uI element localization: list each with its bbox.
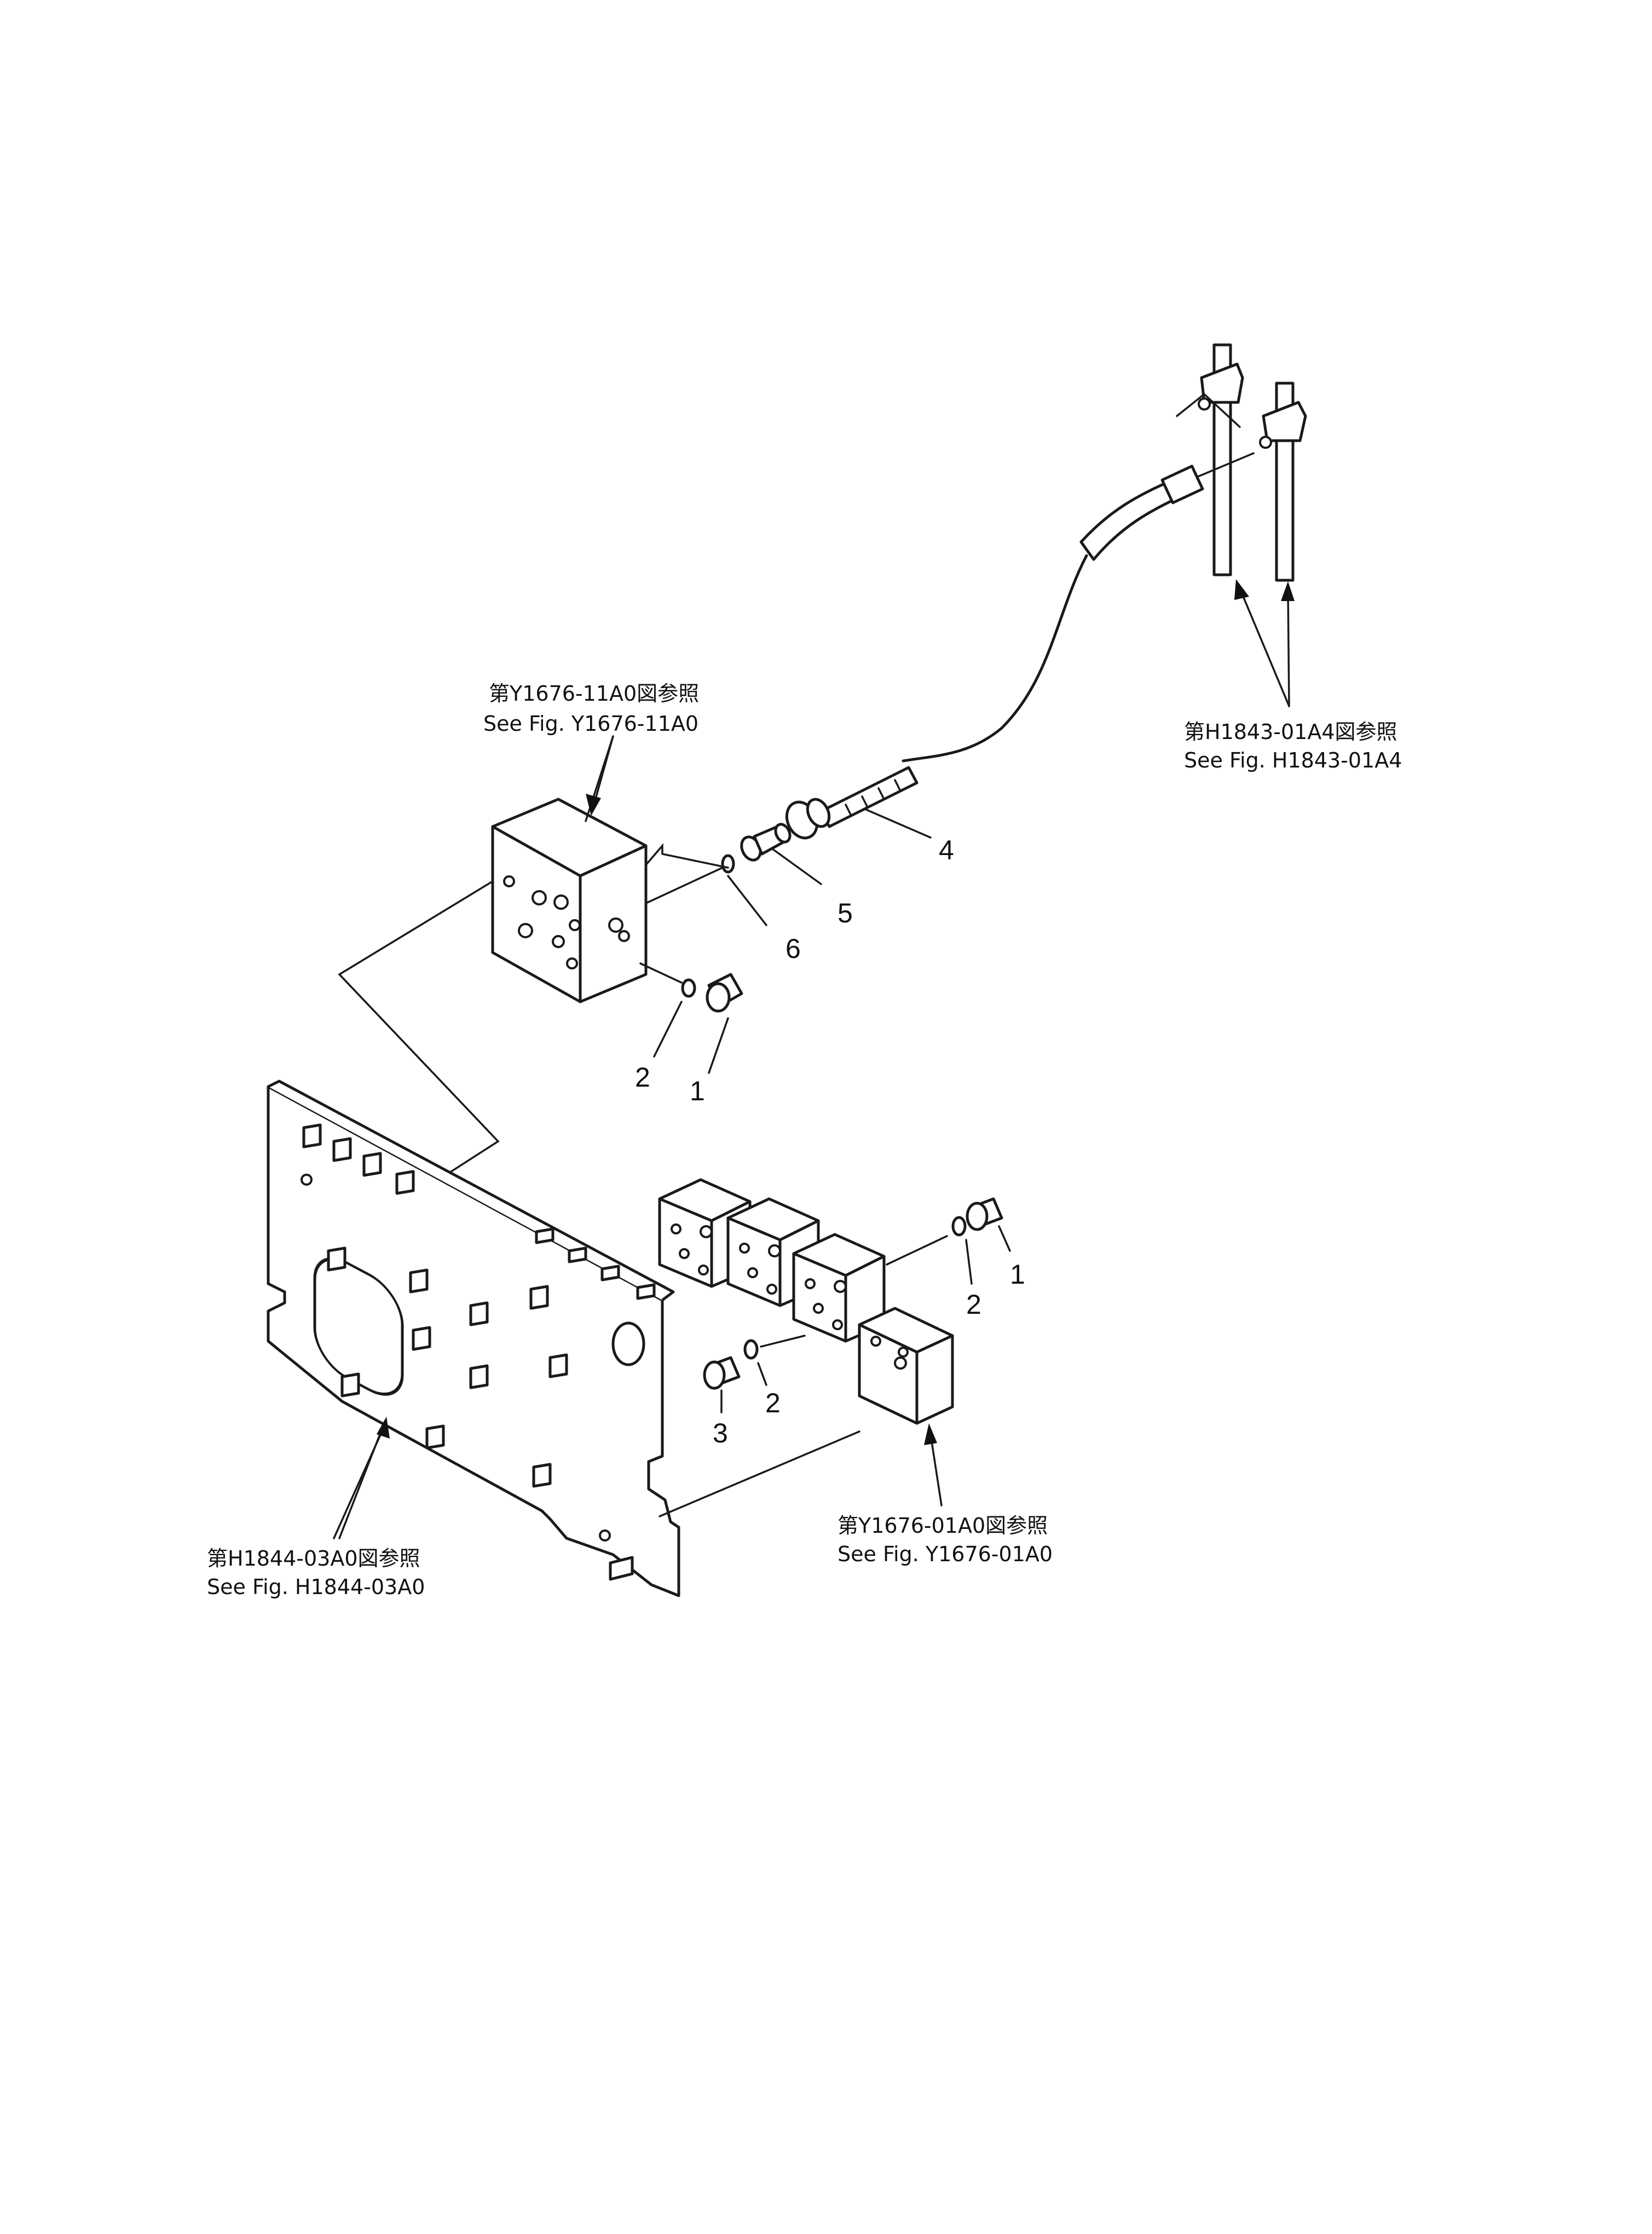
ref-label-pipes: 第H1843-01A4図参照 See Fig. H1843-01A4 — [1184, 720, 1402, 772]
ref-valve-stack-jp: 第Y1676-01A0図参照 — [837, 1514, 1048, 1538]
callout-2-lower-right: 2 — [966, 1289, 981, 1320]
callout-5: 5 — [837, 898, 853, 928]
ref-label-top-block: 第Y1676-11A0図参照 See Fig. Y1676-11A0 — [483, 682, 699, 736]
pipe-assembly — [1176, 343, 1307, 582]
arrow-panel — [338, 1417, 390, 1539]
plug-1-upper — [706, 973, 743, 1074]
callout-3: 3 — [713, 1418, 728, 1448]
ref-label-panel: 第H1844-03A0図参照 See Fig. H1844-03A0 — [207, 1546, 425, 1599]
ref-top-block-jp: 第Y1676-11A0図参照 — [489, 682, 699, 706]
callout-4: 4 — [939, 835, 954, 865]
arrows-pipes — [1234, 579, 1295, 707]
callout-2-lower-left: 2 — [765, 1388, 781, 1418]
callout-1-lower: 1 — [1010, 1259, 1025, 1290]
control-panel — [267, 1080, 860, 1597]
hose-line — [902, 452, 1255, 763]
callout-1-upper: 1 — [690, 1076, 705, 1106]
callout-6: 6 — [785, 933, 801, 964]
ref-panel-jp: 第H1844-03A0図参照 — [207, 1546, 420, 1571]
hose-fitting-4 — [785, 766, 932, 840]
ref-panel-en: See Fig. H1844-03A0 — [207, 1575, 425, 1599]
o-ring-2-upper — [653, 978, 696, 1058]
o-ring-2-lower-right — [951, 1216, 973, 1285]
ref-pipes-en: See Fig. H1843-01A4 — [1184, 748, 1402, 772]
o-ring-6 — [721, 854, 767, 926]
plug-1-lower — [966, 1197, 1011, 1252]
ref-valve-stack-en: See Fig. Y1676-01A0 — [837, 1542, 1053, 1566]
ref-top-block-en: See Fig. Y1676-11A0 — [483, 712, 698, 736]
connector-5 — [740, 823, 822, 885]
ref-label-valve-stack: 第Y1676-01A0図参照 See Fig. Y1676-01A0 — [837, 1514, 1053, 1566]
o-ring-2-lower-left — [743, 1339, 767, 1386]
arrow-top-block — [586, 735, 614, 816]
plug-3 — [703, 1356, 741, 1413]
ref-pipes-jp: 第H1843-01A4図参照 — [1184, 720, 1397, 744]
callout-2-upper: 2 — [635, 1062, 650, 1093]
upper-valve-block — [491, 735, 729, 1003]
valve-stack — [658, 1178, 954, 1425]
arrow-valve-stack — [924, 1423, 943, 1506]
